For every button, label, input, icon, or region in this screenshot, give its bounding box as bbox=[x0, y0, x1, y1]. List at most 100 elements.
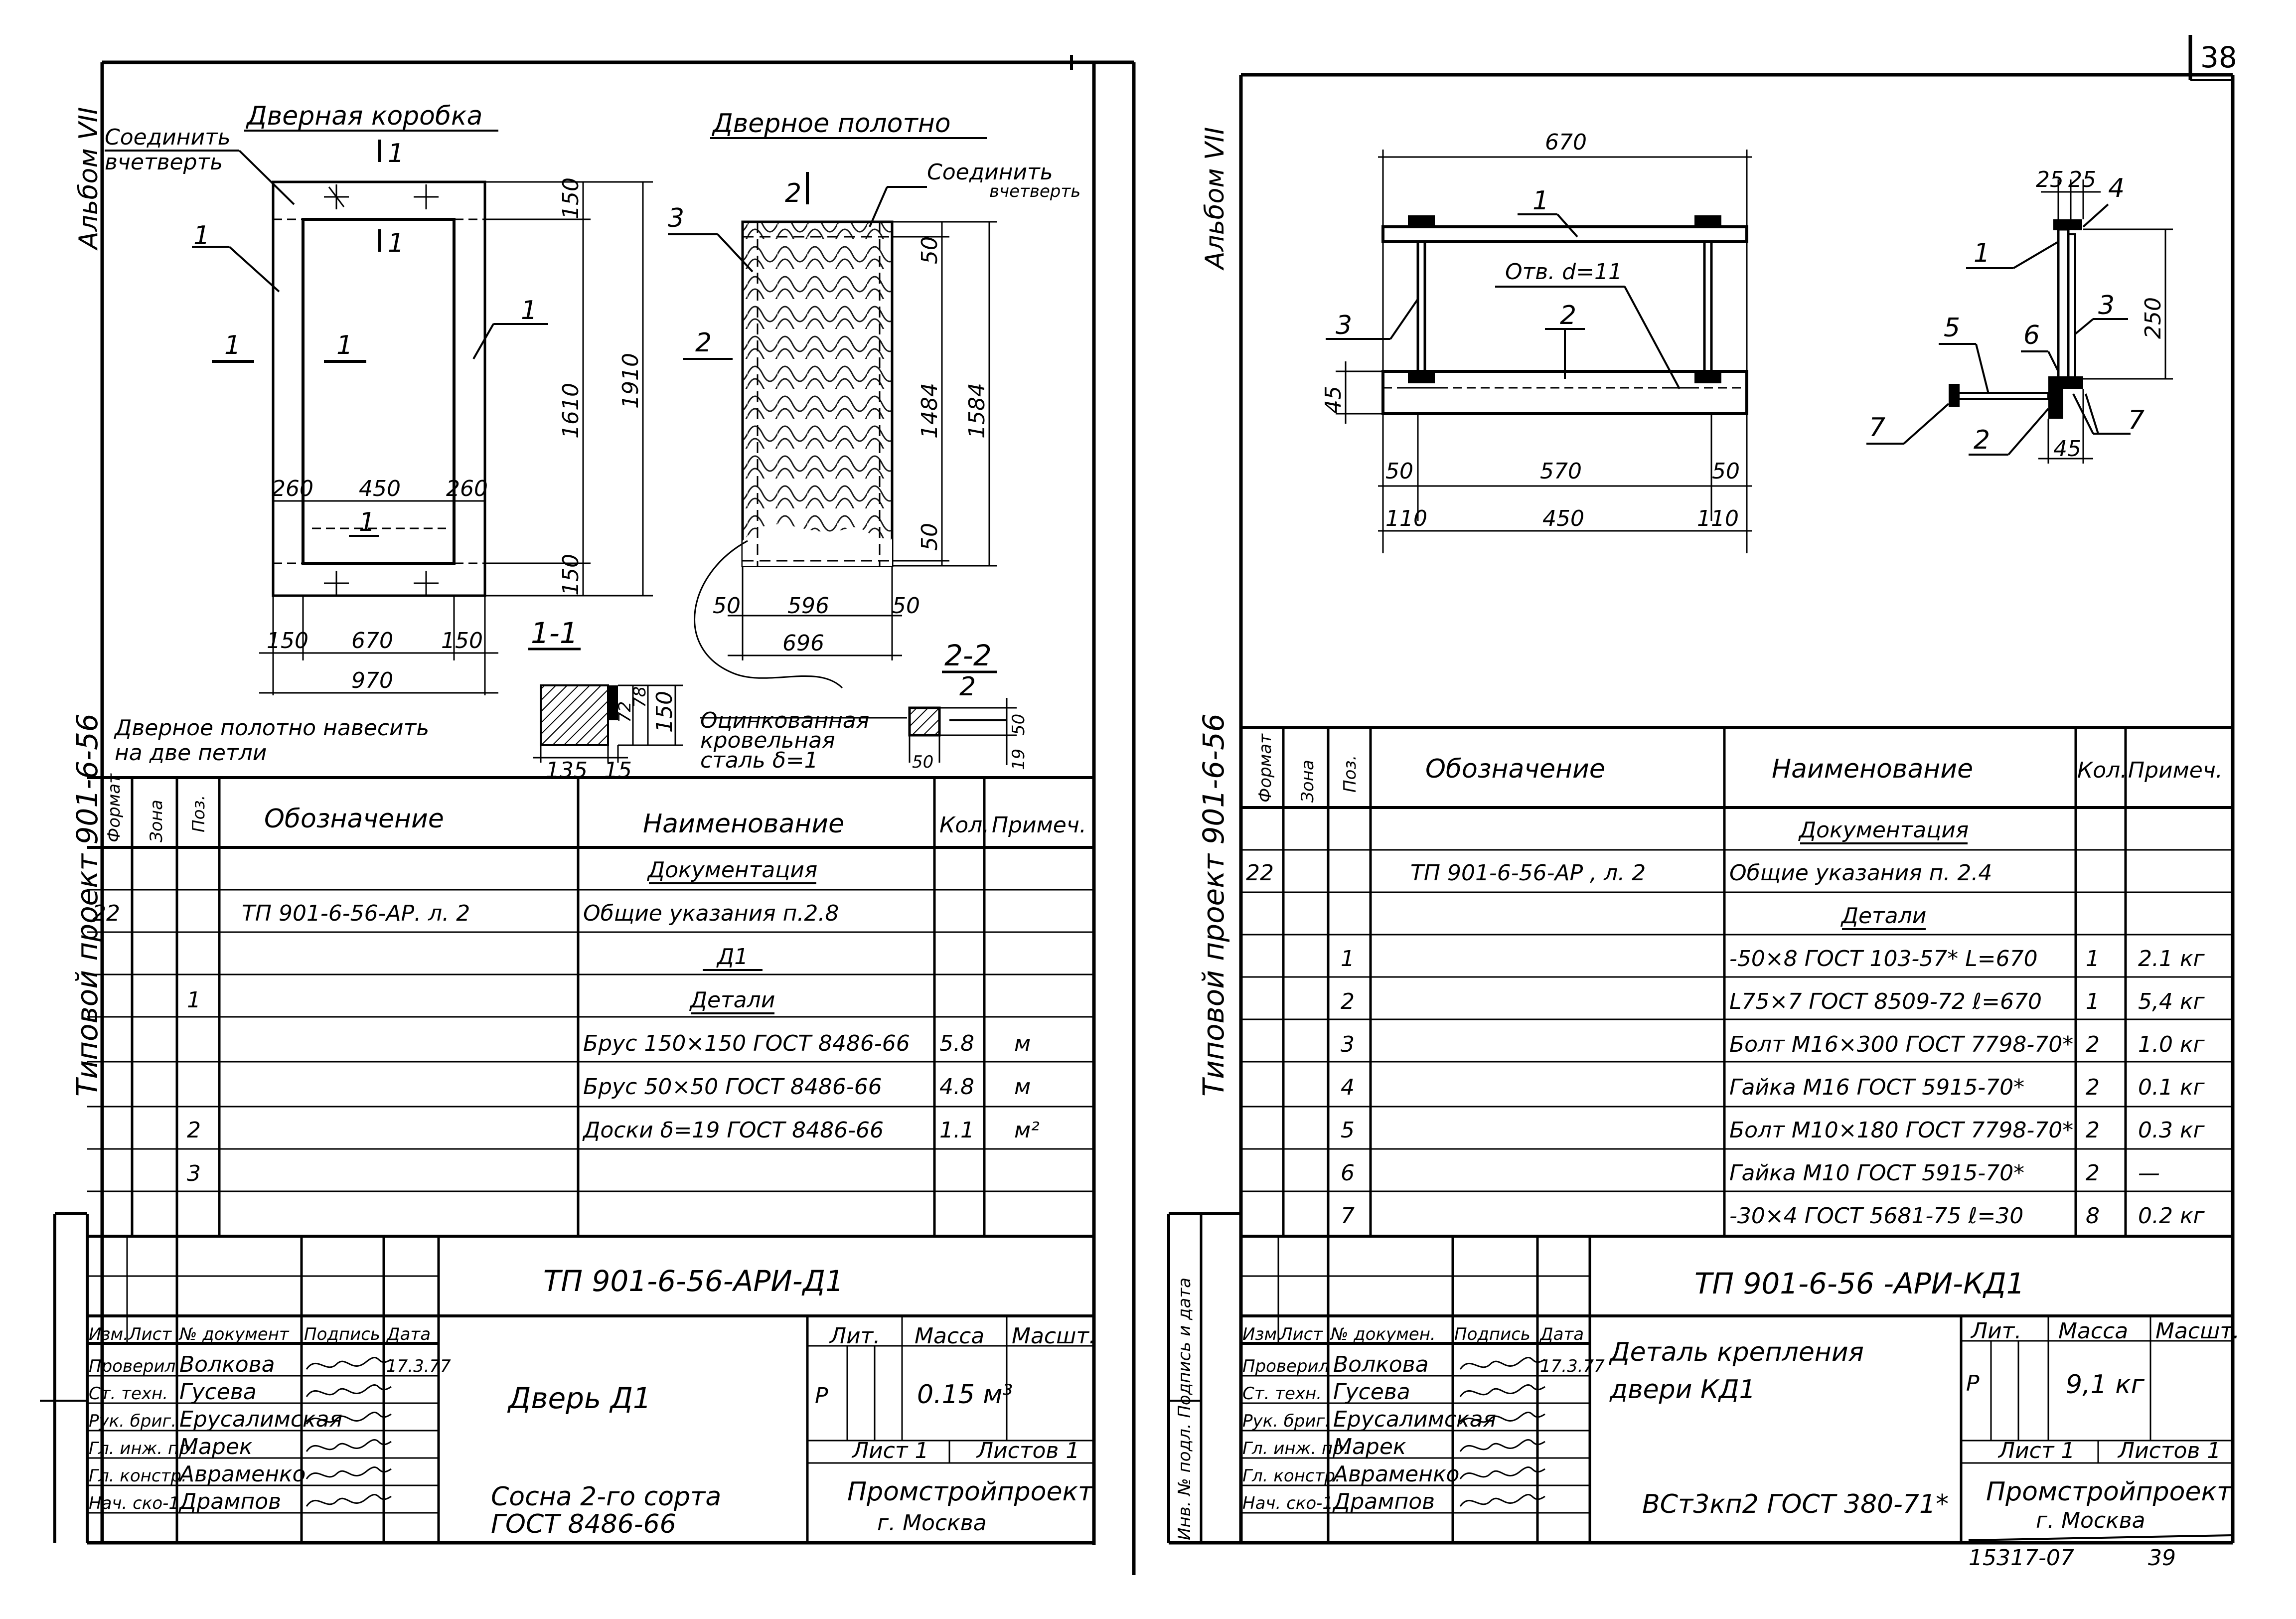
stamp-name: Гусева bbox=[179, 1379, 257, 1405]
stamp-name: Ерусалимская bbox=[179, 1407, 342, 1432]
spec-row-name: Доски δ=19 ГОСТ 8486-66 bbox=[582, 1118, 884, 1143]
stamp-name: Волкова bbox=[1333, 1352, 1429, 1377]
stamp-role: Проверил bbox=[89, 1356, 175, 1376]
leaf-pos-2: 2 bbox=[695, 328, 712, 358]
spec-row-name: Д1 bbox=[716, 944, 748, 970]
stamp-role: Ст. техн. bbox=[1242, 1384, 1322, 1404]
dim-leaf-1484: 1484 bbox=[917, 383, 942, 439]
stamp-role: Гл. инж. пр. bbox=[89, 1439, 195, 1458]
spec-row-name: -50×8 ГОСТ 103-57* L=670 bbox=[1729, 946, 2038, 971]
right-col-note: Примеч. bbox=[2128, 758, 2223, 783]
bottom-number: 39 bbox=[2148, 1545, 2176, 1571]
dim-leaf-50-bottom: 50 bbox=[917, 523, 942, 551]
spec-row-pos: 2 bbox=[187, 1118, 201, 1143]
stamp-name: Марек bbox=[179, 1434, 253, 1459]
dim-frame-150-bottom: 150 bbox=[558, 554, 584, 596]
door-frame-inner bbox=[302, 218, 456, 565]
stamp-role: Нач. ско-1 bbox=[1242, 1493, 1333, 1513]
dim-leaf-1584: 1584 bbox=[964, 383, 990, 439]
note-join-leaf-1: Соединить bbox=[927, 160, 1053, 185]
left-doc-code: ТП 901-6-56-АРИ-Д1 bbox=[543, 1264, 844, 1298]
nut-top-right bbox=[1694, 215, 1721, 227]
spec-row-name: -30×4 ГОСТ 5681-75 ℓ=30 bbox=[1729, 1203, 2023, 1229]
right-lit-value: Р bbox=[1966, 1371, 1980, 1396]
spec-row-pos: 7 bbox=[1341, 1203, 1355, 1229]
spec-row-pos: 1 bbox=[187, 987, 201, 1013]
right-side-album: Альбом VII bbox=[1200, 127, 1230, 271]
dim-leaf-696: 696 bbox=[782, 631, 824, 656]
dim-sec1-78: 78 bbox=[630, 686, 650, 708]
spec-row-pos: 2 bbox=[1341, 989, 1355, 1014]
spec-row-note: — bbox=[2138, 1160, 2160, 1186]
cut-mark-1-bottom: 1 bbox=[388, 228, 404, 258]
left-item-name: Дверь Д1 bbox=[507, 1381, 651, 1415]
spec-row-qty: 8 bbox=[2086, 1203, 2100, 1229]
spec-row-pos: 3 bbox=[187, 1161, 201, 1186]
right-org-2: г. Москва bbox=[2036, 1508, 2145, 1533]
spec-row-note: 2.1 кг bbox=[2138, 946, 2205, 971]
left-col-note: Примеч. bbox=[992, 812, 1086, 838]
right-lit-label: Лит. bbox=[1970, 1318, 2021, 1344]
right-stamp-frame bbox=[1167, 1212, 2233, 1543]
stamp-role: Гл. инж. пр. bbox=[1242, 1439, 1349, 1458]
left-sheet: Альбом VII Типовой проект 901-6-56 Дверн… bbox=[40, 55, 1136, 1575]
dim-110-right: 110 bbox=[1697, 506, 1739, 531]
spec-row-name: Гайка М10 ГОСТ 5915-70* bbox=[1729, 1160, 2024, 1186]
stamp-role: Нач. ско-1 bbox=[89, 1493, 179, 1513]
spec-row-format: 22 bbox=[1246, 860, 1274, 886]
dim-frame-150-left: 150 bbox=[267, 628, 308, 653]
spec-row-designation: ТП 901-6-56-АР. л. 2 bbox=[242, 901, 470, 926]
left-hdr-list: Лист bbox=[128, 1324, 172, 1344]
right-hdr-doc: № докумен. bbox=[1330, 1324, 1436, 1344]
spec-row-designation: ТП 901-6-56-АР , л. 2 bbox=[1410, 860, 1646, 886]
door-leaf-grain bbox=[743, 222, 892, 541]
signature-mark bbox=[1459, 1412, 1545, 1425]
spec-row-qty: 4.8 bbox=[939, 1074, 974, 1100]
left-col-qty: Кол. bbox=[939, 812, 989, 838]
spec-row-pos: 1 bbox=[1341, 946, 1355, 971]
cut-mark-1-top: 1 bbox=[388, 139, 404, 168]
dim-sec1-15: 15 bbox=[604, 758, 632, 783]
frame-section-1-left: 1 bbox=[224, 330, 241, 360]
left-material-2: ГОСТ 8486-66 bbox=[491, 1509, 676, 1539]
note-steel-2: кровельная bbox=[700, 728, 835, 753]
spec-row-name: Болт М16×300 ГОСТ 7798-70* bbox=[1729, 1032, 2073, 1057]
right-col-format: Формат bbox=[1255, 733, 1275, 803]
dim-670: 670 bbox=[1545, 130, 1587, 155]
signature-mark bbox=[306, 1439, 392, 1452]
right-col-name: Наименование bbox=[1772, 754, 1973, 784]
right-hdr-date: Дата bbox=[1539, 1324, 1584, 1344]
dim-leaf-50-left: 50 bbox=[713, 593, 741, 619]
side-bolt-m10 bbox=[1955, 392, 2049, 400]
stamp-name: Марек bbox=[1333, 1434, 1406, 1459]
spec-row-pos: 4 bbox=[1341, 1075, 1355, 1100]
dim-leaf-596: 596 bbox=[787, 593, 829, 619]
side-dim-45: 45 bbox=[2053, 436, 2081, 462]
dim-sec1-135: 135 bbox=[546, 758, 588, 783]
stamp-role: Рук. бриг. bbox=[89, 1411, 176, 1431]
right-spec-rows: Документация 22 ТП 901-6-56-АР , л. 2 Общие… bbox=[1246, 817, 2205, 1229]
spec-row-name: Общие указания п. 2.4 bbox=[1729, 860, 1992, 886]
stamp-name: Авраменко bbox=[1332, 1461, 1459, 1487]
dim-frame-1610: 1610 bbox=[558, 383, 584, 439]
title-door-leaf: Дверное полотно bbox=[712, 109, 951, 139]
side-pos-5: 5 bbox=[1944, 313, 1960, 343]
front-pos-2: 2 bbox=[1560, 301, 1576, 330]
stamp-name: Авраменко bbox=[178, 1461, 306, 1487]
spec-row-note: м bbox=[1014, 1074, 1031, 1100]
section-1-1-label: 1-1 bbox=[531, 616, 578, 650]
spec-row-name: Документация bbox=[1798, 817, 1969, 843]
left-mass-value: 0.15 м³ bbox=[917, 1380, 1013, 1410]
left-hdr-doc: № документ bbox=[178, 1324, 290, 1344]
leaf-pos-3: 3 bbox=[668, 203, 684, 233]
strip-pos-1 bbox=[1381, 225, 1748, 243]
signature-mark bbox=[306, 1466, 392, 1479]
right-sheets-label: Листов 1 bbox=[2117, 1438, 2221, 1463]
side-pos-6: 6 bbox=[2023, 321, 2040, 350]
bolt-left bbox=[1416, 240, 1426, 373]
stamp-role: Рук. бриг. bbox=[1242, 1411, 1330, 1431]
left-col-zone: Зона bbox=[147, 800, 166, 842]
